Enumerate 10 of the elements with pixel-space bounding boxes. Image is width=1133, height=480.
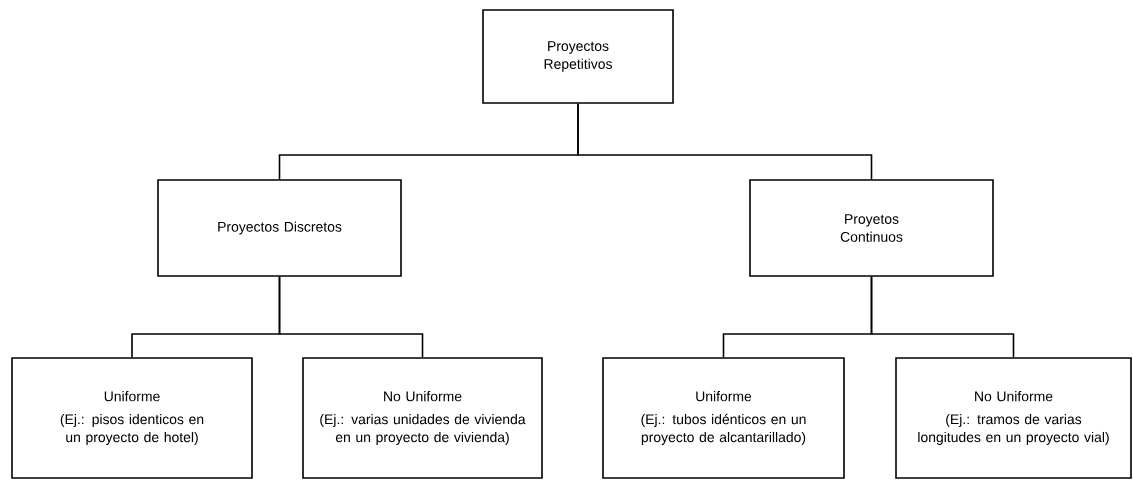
connector-line — [577, 103, 873, 180]
process-box: No Uniforme (Ej.: varias unidades de vivienda en un proyecto de vivienda) — [302, 357, 543, 479]
process-box: No Uniforme (Ej.: tramos de varias longitudes en un proyecto vial) — [895, 357, 1132, 479]
process-box: Proyectos Discretos — [157, 179, 402, 277]
connector-line — [278, 276, 424, 358]
process-box: Proyectos Repetitivos — [482, 9, 674, 104]
connector-line — [870, 276, 1015, 358]
process-box: Uniforme (Ej.: tubos idénticos en un proyecto de alcantarillado) — [602, 357, 845, 479]
process-box: Uniforme (Ej.: pisos identicos en un proyecto de hotel) — [11, 357, 253, 479]
process-box: Proyetos Continuos — [749, 179, 994, 277]
